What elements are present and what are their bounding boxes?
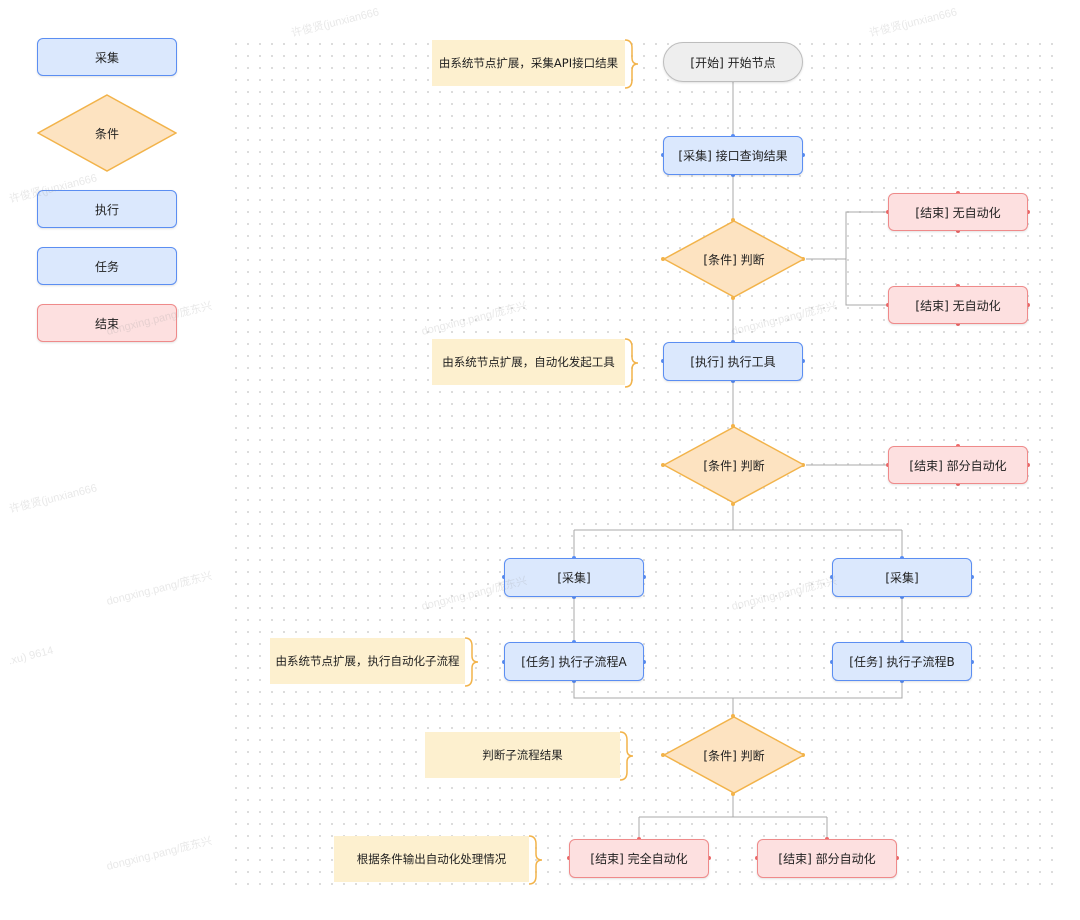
node-start-label: [开始] 开始节点 [690, 55, 776, 70]
node-exec-tool[interactable]: [执行] 执行工具 [663, 342, 803, 381]
note-judge-text: 判断子流程结果 [482, 748, 563, 762]
edge-cond2-branch [573, 504, 903, 558]
node-collect-api-label: [采集] 接口查询结果 [678, 149, 788, 163]
node-task-a-label: [任务] 执行子流程A [521, 655, 627, 669]
legend-task-label: 任务 [94, 259, 119, 274]
node-start[interactable]: [开始] 开始节点 [663, 42, 803, 82]
legend-condition-label: 条件 [94, 126, 119, 141]
legend-collect[interactable]: 采集 [37, 38, 177, 76]
node-end-partial-2-label: [结束] 部分自动化 [778, 852, 876, 866]
edge-cond1-end2 [806, 258, 888, 306]
node-end-no-auto-1[interactable]: [结束] 无自动化 [888, 193, 1028, 231]
note-api[interactable]: 由系统节点扩展，采集API接口结果 [432, 40, 625, 86]
node-condition-1[interactable]: [条件] 判断 [662, 220, 806, 298]
node-condition-3[interactable]: [条件] 判断 [662, 716, 806, 794]
node-end-full[interactable]: [结束] 完全自动化 [569, 839, 709, 878]
note-subflow[interactable]: 由系统节点扩展，执行自动化子流程 [270, 638, 465, 684]
node-condition-3-shape [662, 716, 806, 794]
node-collect-b-label: [采集] [885, 571, 919, 585]
legend-condition-shape [36, 94, 178, 172]
brace-judge [619, 731, 634, 781]
legend-task[interactable]: 任务 [37, 247, 177, 285]
node-end-no-auto-2[interactable]: [结束] 无自动化 [888, 286, 1028, 324]
brace-api [624, 39, 639, 89]
note-subflow-text: 由系统节点扩展，执行自动化子流程 [275, 654, 460, 668]
legend-execute-label: 执行 [94, 202, 119, 217]
node-collect-a[interactable]: [采集] [504, 558, 644, 597]
legend-condition[interactable]: 条件 [36, 94, 178, 172]
node-end-no-auto-1-label: [结束] 无自动化 [915, 205, 1001, 220]
node-condition-2-label: [条件] 判断 [703, 458, 765, 473]
node-condition-2[interactable]: [条件] 判断 [662, 426, 806, 504]
node-end-partial-1-label: [结束] 部分自动化 [909, 458, 1007, 473]
note-output-text: 根据条件输出自动化处理情况 [356, 852, 507, 866]
note-tool-text: 由系统节点扩展，自动化发起工具 [442, 355, 615, 369]
legend-execute[interactable]: 执行 [37, 190, 177, 228]
node-collect-b[interactable]: [采集] [832, 558, 972, 597]
node-collect-api[interactable]: [采集] 接口查询结果 [663, 136, 803, 175]
note-judge[interactable]: 判断子流程结果 [425, 732, 620, 778]
node-condition-2-shape [662, 426, 806, 504]
node-condition-3-label: [条件] 判断 [703, 748, 765, 763]
edge-cond1-end1 [806, 211, 888, 260]
node-condition-1-shape [662, 220, 806, 298]
legend-collect-label: 采集 [94, 50, 119, 65]
edge-cond3-ends [638, 795, 828, 839]
legend-end[interactable]: 结束 [37, 304, 177, 342]
node-task-a[interactable]: [任务] 执行子流程A [504, 642, 644, 681]
brace-subflow [464, 637, 479, 687]
node-condition-1-label: [条件] 判断 [703, 252, 765, 267]
node-exec-tool-label: [执行] 执行工具 [690, 355, 776, 369]
note-api-text: 由系统节点扩展，采集API接口结果 [438, 56, 619, 70]
node-task-b[interactable]: [任务] 执行子流程B [832, 642, 972, 681]
node-collect-a-label: [采集] [557, 571, 591, 585]
node-end-full-label: [结束] 完全自动化 [590, 852, 688, 866]
node-end-partial-1[interactable]: [结束] 部分自动化 [888, 446, 1028, 484]
brace-tool [624, 338, 639, 388]
legend-end-label: 结束 [94, 316, 119, 331]
edge-tasks-cond3 [573, 681, 903, 716]
node-end-partial-2[interactable]: [结束] 部分自动化 [757, 839, 897, 878]
node-end-no-auto-2-label: [结束] 无自动化 [915, 298, 1001, 313]
node-task-b-label: [任务] 执行子流程B [849, 655, 955, 669]
note-tool[interactable]: 由系统节点扩展，自动化发起工具 [432, 339, 625, 385]
note-output[interactable]: 根据条件输出自动化处理情况 [334, 836, 529, 882]
brace-output [528, 835, 543, 885]
